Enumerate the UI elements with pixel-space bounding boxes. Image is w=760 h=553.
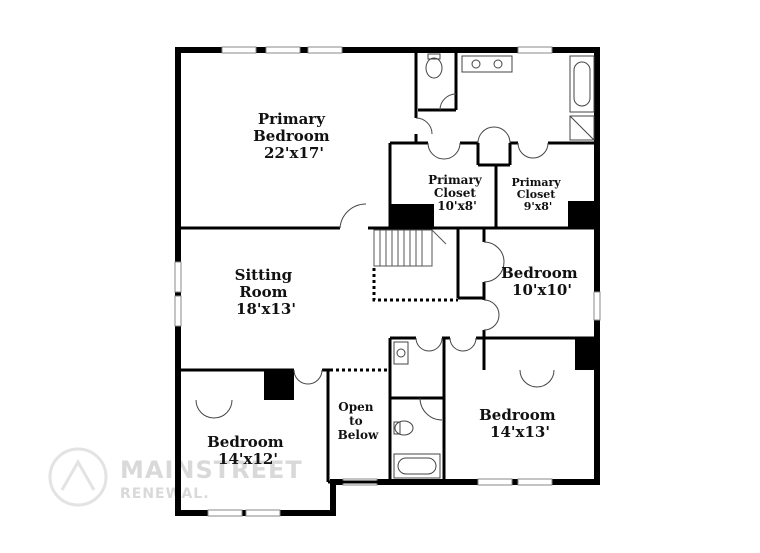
watermark-line-2: RENEWAL. (120, 486, 210, 502)
doors (195, 93, 555, 421)
room-label-primary-closet-2: Primary Closet 9'x8' (511, 176, 564, 213)
bathtub-icon-2 (393, 453, 441, 479)
room-label-bedroom-14x12: Bedroom 14'x12' (207, 433, 289, 468)
open-railings (330, 268, 458, 372)
bath-fixtures (393, 53, 595, 479)
toilet-icon (425, 57, 443, 79)
room-label-bedroom-10x10: Bedroom 10'x10' (501, 264, 583, 299)
chimney-blocks (264, 201, 597, 400)
watermark-line-1: MAINSTREET (120, 456, 303, 484)
room-label-bedroom-14x13: Bedroom 14'x13' (479, 406, 561, 441)
room-label-open-to-below: Open to Below (338, 400, 379, 442)
room-label-sitting-room: Sitting Room 18'x13' (235, 266, 298, 318)
shower-icon (569, 115, 595, 141)
bathtub-icon (569, 55, 595, 113)
room-label-primary-bedroom: Primary Bedroom 22'x17' (253, 110, 335, 162)
stairs (373, 229, 447, 267)
watermark: MAINSTREET RENEWAL. (48, 447, 303, 507)
interior-walls (178, 50, 597, 484)
room-labels: Primary Bedroom 22'x17' Primary Closet 1… (207, 110, 583, 468)
sink-icon-2 (393, 341, 409, 365)
toilet-icon-2 (394, 420, 414, 436)
watermark-logo-icon (48, 447, 108, 507)
room-label-primary-closet-1: Primary Closet 10'x8' (428, 173, 486, 213)
sink-icon (461, 55, 513, 73)
